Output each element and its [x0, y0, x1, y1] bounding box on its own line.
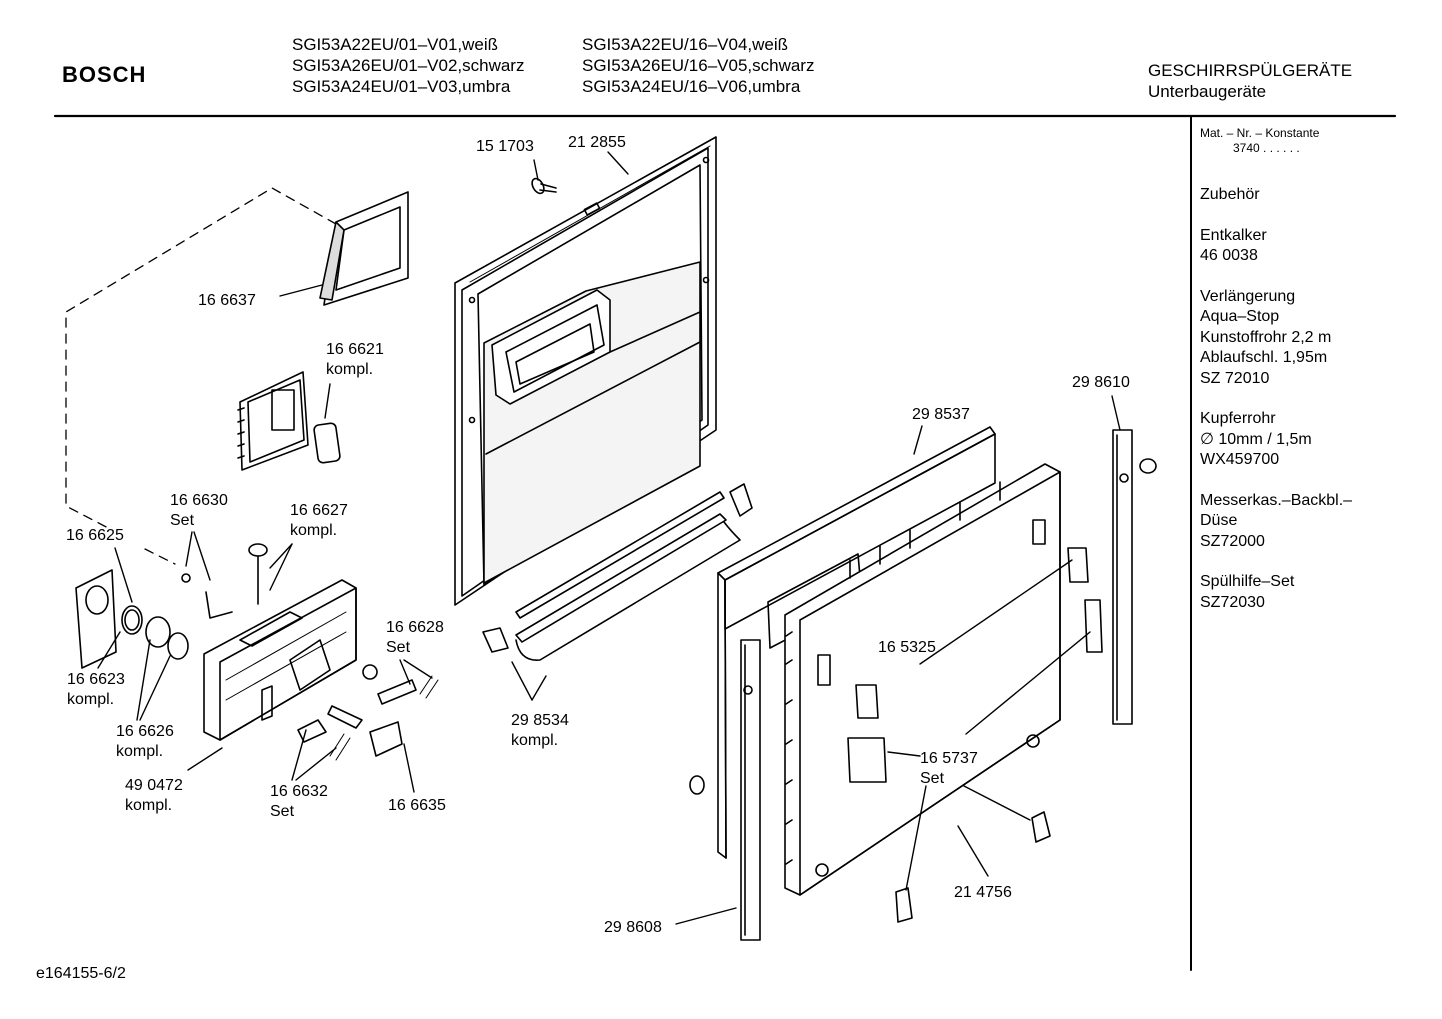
brand-logo: BOSCH [62, 62, 147, 87]
model-item: SGI53A22EU/01–V01,weiß [292, 35, 499, 54]
side-trim-left [689, 639, 761, 941]
dispenser-cover [237, 371, 341, 471]
material-number-label: Mat. – Nr. – Konstante [1200, 126, 1320, 140]
model-item: SGI53A24EU/16–V06,umbra [582, 77, 801, 96]
door-seal-profile [482, 483, 753, 661]
part-label: 21 2855 [568, 134, 626, 151]
seal-ring [121, 605, 143, 635]
accessory-group: Verlängerung Aqua–Stop Kunstoffrohr 2,2 … [1200, 287, 1332, 387]
part-label: 15 1703 [476, 138, 534, 155]
accessory-group: Spülhilfe–Set SZ72030 [1200, 573, 1295, 611]
dispenser-lid [75, 569, 117, 669]
drawing-id: e164155-6/2 [36, 965, 126, 982]
callout-leaders [97, 151, 1121, 925]
actuator-part [297, 719, 403, 757]
category-subtitle: Unterbaugeräte [1148, 82, 1267, 101]
part-label: 29 8610 [1072, 374, 1130, 391]
model-list-left: SGI53A22EU/01–V01,weiß SGI53A26EU/01–V02… [292, 34, 524, 97]
spring-pin [181, 543, 268, 619]
inner-door-panel [454, 136, 717, 606]
accessory-group: Kupferrohr ∅ 10mm / 1,5m WX459700 [1200, 410, 1312, 468]
material-number-value: 3740 . . . . . . [1233, 141, 1300, 155]
lever-set [327, 664, 439, 761]
bearing-part [145, 616, 189, 660]
part-label: 21 4756 [954, 884, 1012, 901]
accessories-sidebar: Mat. – Nr. – Konstante 3740 . . . . . . … [1200, 126, 1352, 613]
model-item: SGI53A26EU/16–V05,schwarz [582, 56, 815, 75]
part-label: 29 8537 [912, 406, 970, 423]
side-trim-right [1112, 429, 1157, 725]
accessory-group: Zubehör [1200, 186, 1260, 203]
part-label: 16 6637 [198, 292, 256, 309]
part-label: 16 6625 [66, 527, 124, 544]
model-item: SGI53A26EU/01–V02,schwarz [292, 56, 525, 75]
model-item: SGI53A22EU/16–V04,weiß [582, 35, 789, 54]
accessory-group: Entkalker 46 0038 [1200, 226, 1267, 265]
foot-bracket [895, 811, 1051, 923]
part-label: 29 8608 [604, 919, 662, 936]
front-panel [717, 426, 996, 859]
accessory-group: Messerkas.–Backbl.– Düse SZ72000 [1200, 491, 1353, 550]
dispenser-window-frame [319, 191, 409, 306]
outer-door-panel [784, 463, 1061, 896]
assembly-dashed-line [144, 548, 176, 565]
part-label: 16 6635 [388, 797, 446, 814]
model-list-right: SGI53A22EU/16–V04,weiß SGI53A26EU/16–V05… [582, 34, 814, 97]
category-block: GESCHIRRSPÜLGERÄTE Unterbaugeräte [1148, 60, 1352, 102]
part-label: 16 5325 [878, 639, 936, 656]
screw-part [531, 177, 557, 195]
assembly-dashed-line [65, 187, 337, 531]
dispenser-housing [203, 579, 357, 741]
model-item: SGI53A24EU/01–V03,umbra [292, 77, 511, 96]
category-title: GESCHIRRSPÜLGERÄTE [1148, 61, 1353, 80]
